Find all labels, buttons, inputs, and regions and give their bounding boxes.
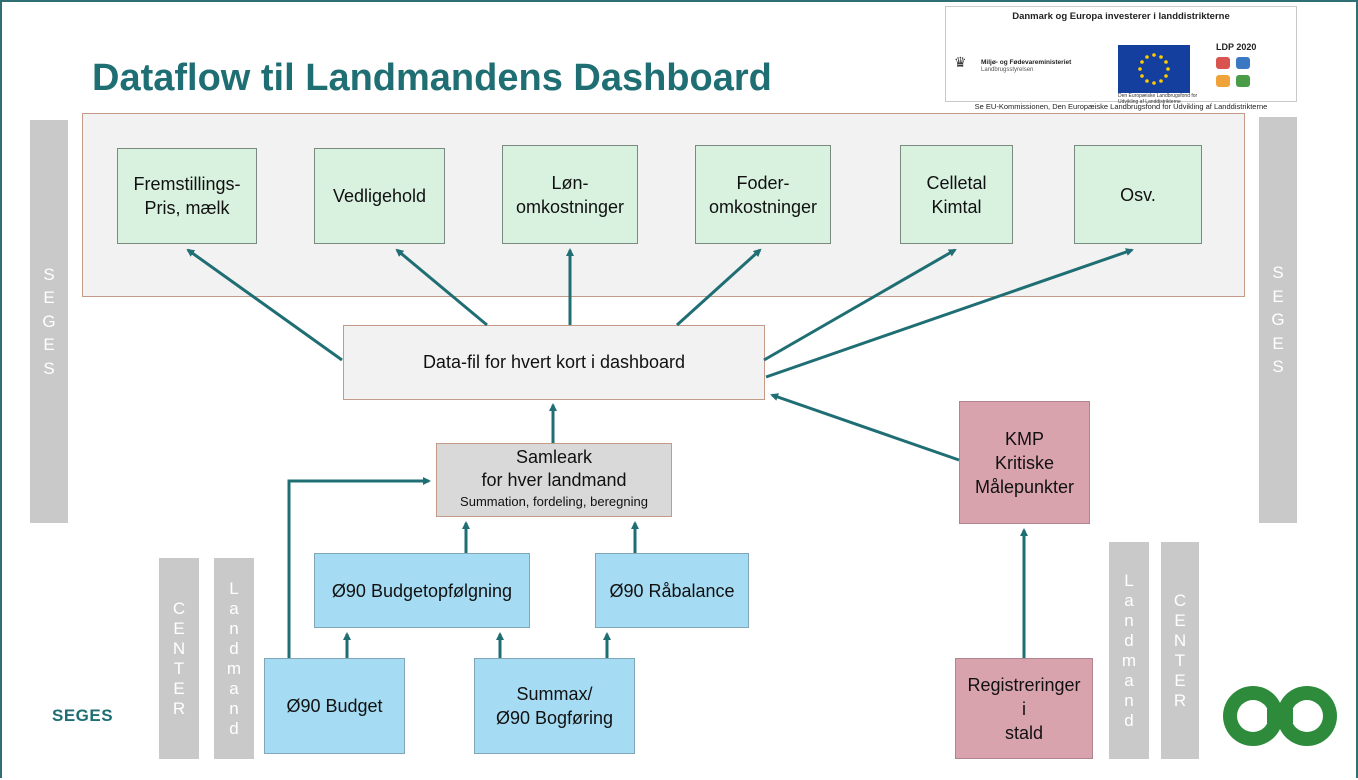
center-letter: E — [1174, 670, 1186, 690]
people-icon — [1236, 75, 1250, 87]
seges-logo: SEGES — [52, 706, 114, 725]
arrow-to-foderomkostninger — [675, 248, 762, 327]
agency-name: Landbrugsstyrelsen — [981, 67, 1034, 73]
seges-letter: E — [1272, 333, 1284, 353]
seges-letter: E — [43, 335, 55, 355]
center-letter: R — [1173, 690, 1187, 710]
landmand-letter: d — [229, 638, 239, 658]
arrow-budget-to-samleark — [287, 477, 431, 658]
landbrug-fodevarer-logo — [1215, 683, 1340, 749]
card-fremstillingspris: Fremstillings- Pris, mælk — [117, 148, 257, 244]
seges-side-bar-right: S E G E S — [1259, 117, 1297, 523]
landmand-letter: m — [1121, 650, 1137, 670]
landmand-letter: L — [229, 578, 239, 598]
center-letter: E — [173, 678, 185, 698]
samleark-subtitle: for hver landmand — [481, 470, 627, 490]
landmand-letter: a — [1124, 670, 1134, 690]
center-letter: E — [173, 618, 185, 638]
eu-stars-icon — [1138, 53, 1170, 85]
food-icon — [1216, 75, 1230, 87]
arrow-to-vedligehold — [395, 248, 488, 327]
ldp-label: LDP 2020 — [1216, 42, 1257, 52]
kmp-box: KMP Kritiske Målepunkter — [959, 401, 1090, 524]
farm-icon — [1216, 57, 1230, 69]
landmand-letter: d — [1124, 710, 1134, 730]
card-celletal-kimtal: Celletal Kimtal — [900, 145, 1013, 244]
samleark-note: Summation, fordeling, beregning — [460, 494, 648, 509]
seges-letter: S — [43, 264, 55, 284]
landmand-letter: L — [1124, 570, 1134, 590]
card-osv: Osv. — [1074, 145, 1202, 244]
arrow-to-osv — [765, 248, 1134, 379]
landmand-letter: n — [1124, 690, 1134, 710]
dashboard-container — [82, 113, 1245, 297]
summax-box: Summax/ Ø90 Bogføring — [474, 658, 635, 754]
registreringer-box: Registreringer i stald — [955, 658, 1093, 759]
landmand-letter: n — [229, 618, 239, 638]
center-letter: T — [1174, 650, 1186, 670]
center-letter: T — [173, 658, 185, 678]
landmand-letter: a — [1124, 590, 1134, 610]
card-lonomkostninger: Løn- omkostninger — [502, 145, 638, 244]
arrow-to-celletal — [763, 248, 957, 362]
seges-letter: G — [42, 311, 56, 331]
center-bar-left: C E N T E R — [159, 558, 199, 759]
seges-letter: S — [1272, 357, 1284, 377]
landmand-bar-right: L a n d m a n d — [1109, 542, 1149, 759]
landmand-letter: a — [229, 678, 239, 698]
center-letter: N — [1173, 630, 1187, 650]
center-letter: N — [172, 638, 186, 658]
seges-letter: S — [43, 358, 55, 378]
budget-box: Ø90 Budget — [264, 658, 405, 754]
sponsor-banner: Danmark og Europa investerer i landdistr… — [945, 6, 1297, 105]
rabalance-box: Ø90 Råbalance — [595, 553, 749, 628]
arrow-kmp-to-datafil — [770, 393, 960, 462]
center-letter: E — [1174, 610, 1186, 630]
seges-letter: S — [1272, 263, 1284, 283]
animal-icon — [1236, 57, 1250, 69]
seges-letter: E — [43, 288, 55, 308]
card-foderomkostninger: Foder- omkostninger — [695, 145, 831, 244]
landbrug-fodevarer-logo-icon — [1223, 686, 1337, 746]
center-letter: C — [1173, 590, 1187, 610]
center-bar-right: C E N T E R — [1161, 542, 1199, 759]
seges-letter: E — [1272, 286, 1284, 306]
center-letter: R — [172, 698, 186, 718]
page-title: Dataflow til Landmandens Dashboard — [92, 57, 772, 99]
center-letter: C — [172, 598, 186, 618]
landmand-letter: n — [229, 698, 239, 718]
card-vedligehold: Vedligehold — [314, 148, 445, 244]
sponsor-caption: Se EU-Kommissionen, Den Europæiske Landb… — [974, 102, 1268, 111]
seges-side-bar-left: S E G E S — [30, 120, 68, 523]
landmand-letter: a — [229, 598, 239, 618]
fund-name: Den Europæiske Landbrugsfond for Udvikli… — [1118, 93, 1198, 105]
crown-icon: ♛ — [954, 54, 967, 70]
arrow-to-fremstillingspris — [186, 248, 343, 362]
ministry-name: Miljø- og Fødevareministeriet — [981, 59, 1072, 66]
landmand-bar-left: L a n d m a n d — [214, 558, 254, 759]
budgetopfolgning-box: Ø90 Budgetopfølgning — [314, 553, 530, 628]
landmand-letter: d — [1124, 630, 1134, 650]
samleark-box: Samleark for hver landmand Summation, fo… — [436, 443, 672, 517]
landmand-letter: m — [226, 658, 242, 678]
eu-flag-icon — [1118, 45, 1190, 93]
landmand-letter: n — [1124, 610, 1134, 630]
landmand-letter: d — [229, 718, 239, 738]
datafil-box: Data-fil for hvert kort i dashboard — [343, 325, 765, 400]
sponsor-heading: Danmark og Europa investerer i landdistr… — [1012, 11, 1230, 22]
samleark-title: Samleark — [515, 447, 593, 467]
seges-letter: G — [1271, 310, 1285, 330]
